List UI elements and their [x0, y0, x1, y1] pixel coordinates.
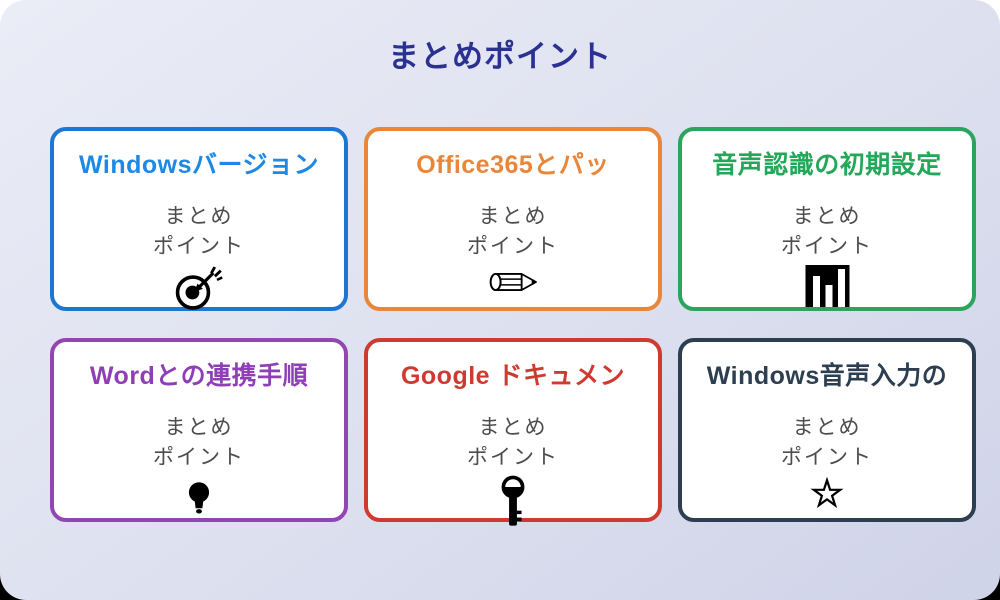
key-icon — [498, 473, 528, 529]
pencil-icon — [488, 262, 538, 299]
star-icon — [810, 473, 844, 510]
card-body-line: まとめ — [792, 205, 862, 228]
card-title: Windows音声入力の — [706, 362, 948, 390]
card-body-line: まとめ — [164, 416, 234, 439]
card-title: Office365とパッ — [416, 151, 610, 179]
card-google-docs: Google ドキュメン まとめ ポイント — [364, 338, 662, 526]
page-title: まとめポイント — [388, 39, 612, 74]
card-body-line: ポイント — [153, 446, 245, 469]
card-body: まとめ ポイント — [467, 202, 559, 262]
card-body-line: まとめ — [164, 205, 234, 228]
card-body: まとめ ポイント — [467, 413, 559, 473]
card-body-line: まとめ — [478, 416, 548, 439]
card-body-line: ポイント — [467, 235, 559, 258]
card-windows-voice-input: Windows音声入力の まとめ ポイント — [678, 338, 976, 522]
card-body-line: ポイント — [781, 446, 873, 469]
card-body-line: まとめ — [478, 205, 548, 228]
card-body-line: ポイント — [467, 446, 559, 469]
card-windows-version: Windowsバージョン まとめ ポイント — [50, 127, 348, 311]
card-title: Google ドキュメン — [400, 362, 626, 390]
bar-chart-icon — [804, 262, 851, 308]
card-body: まとめ ポイント — [781, 202, 873, 262]
light-bulb-icon — [186, 473, 212, 521]
card-body-line: ポイント — [153, 235, 245, 258]
card-title: 音声認識の初期設定 — [712, 151, 942, 179]
card-word-integration: Wordとの連携手順 まとめ ポイント — [50, 338, 348, 522]
card-title: Windowsバージョン — [79, 151, 319, 179]
card-body-line: ポイント — [781, 235, 873, 258]
card-body: まとめ ポイント — [153, 413, 245, 473]
card-speech-recognition-setup: 音声認識の初期設定 まとめ ポイント — [678, 127, 976, 311]
direct-hit-icon — [173, 262, 225, 312]
card-body: まとめ ポイント — [781, 413, 873, 473]
card-office365: Office365とパッ まとめ ポイント — [364, 127, 662, 311]
card-grid: Windowsバージョン まとめ ポイント Office365とパッ — [50, 127, 976, 526]
card-title: Wordとの連携手順 — [89, 362, 309, 390]
card-body: まとめ ポイント — [153, 202, 245, 262]
card-body-line: まとめ — [792, 416, 862, 439]
